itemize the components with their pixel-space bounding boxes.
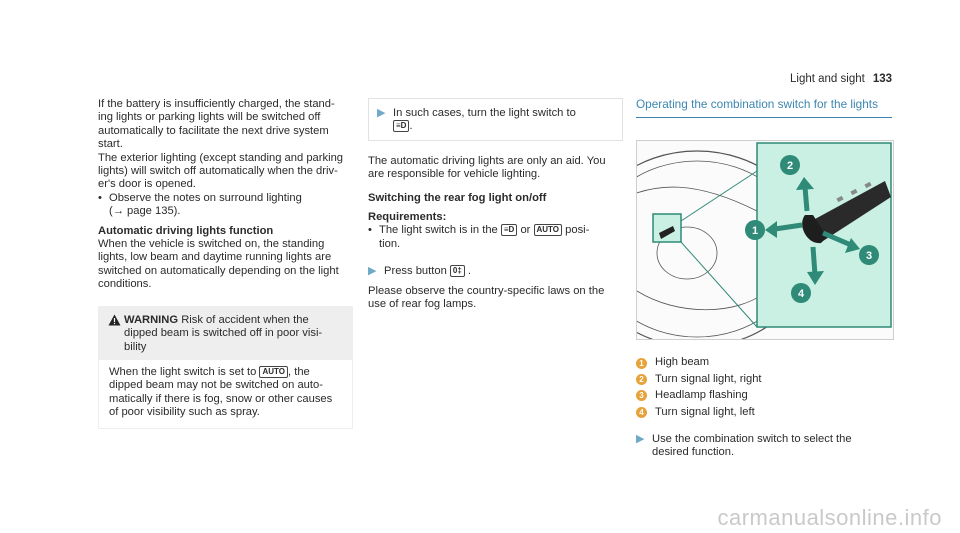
svg-text:4: 4 (798, 288, 805, 300)
requirements-label: Requirements: (368, 211, 447, 224)
requirement-bullet: • The light switch is in the ≡D or AUTO … (368, 224, 590, 250)
legend-item: 3 Headlamp flashing (636, 389, 892, 402)
press-button-step: ▶ Press button 0‡ . (368, 265, 472, 278)
step-arrow-icon: ▶ (377, 107, 386, 119)
step-arrow-icon: ▶ (636, 433, 645, 446)
fog-light-key-icon: 0‡ (449, 265, 465, 278)
page-reference-link[interactable]: (→ page 135). (109, 205, 181, 218)
section-name: Light and sight (790, 73, 865, 85)
svg-text:2: 2 (787, 160, 793, 172)
step-box: ▶ In such cases, turn the light switch t… (368, 98, 623, 141)
warning-body: When the light switch is set to AUTO, th… (98, 359, 353, 429)
svg-text:3: 3 (866, 250, 872, 262)
svg-text:1: 1 (752, 225, 758, 237)
section-heading: Automatic driving lights function (98, 224, 274, 237)
bullet-dot: • (98, 191, 102, 204)
column-right: Operating the combination switch for the… (636, 97, 894, 460)
page-number: 133 (872, 73, 892, 85)
battery-paragraph: If the battery is insufficiently charged… (98, 98, 335, 151)
section-title: Operating the combination switch for the… (636, 97, 892, 119)
aid-paragraph: The automatic driving lights are only an… (368, 154, 606, 181)
bullet-dot: • (368, 224, 372, 237)
watermark: carmanualsonline.info (717, 505, 942, 530)
callout-number: 2 (636, 374, 647, 386)
page-header: Light and sight 133 (790, 73, 892, 85)
legend-item: 4 Turn signal light, left (636, 406, 892, 419)
callout-number: 4 (636, 406, 647, 418)
laws-paragraph: Please observe the country-specific laws… (368, 284, 605, 311)
legend-item: 2 Turn signal light, right (636, 373, 892, 386)
warning-triangle-icon (108, 314, 124, 354)
exterior-lighting-paragraph: The exterior lighting (except standing a… (98, 151, 344, 191)
combination-switch-step: ▶ Use the combination switch to select t… (636, 433, 852, 459)
legend-item: 1 High beam (636, 356, 892, 369)
low-beam-key-icon: ≡D (393, 120, 410, 133)
column-middle: ▶ In such cases, turn the light switch t… (368, 98, 623, 311)
callout-number: 1 (636, 357, 647, 369)
low-beam-key-icon: ≡D (500, 224, 518, 237)
legend: 1 High beam 2 Turn signal light, right 3… (636, 356, 892, 419)
callout-number: 3 (636, 390, 647, 402)
warning-label: WARNING (124, 313, 179, 326)
surround-lighting-bullet: • Observe the notes on surround lighting… (98, 191, 302, 218)
column-left: If the battery is insufficiently charged… (98, 98, 353, 429)
combination-switch-illustration: 1 2 3 4 (636, 140, 894, 341)
auto-key-icon: AUTO (533, 224, 563, 237)
auto-lights-paragraph: When the vehicle is switched on, the sta… (98, 238, 339, 291)
step-arrow-icon: ▶ (368, 265, 377, 278)
auto-key-icon: AUTO (259, 365, 289, 378)
fog-light-heading: Switching the rear fog light on/off (368, 191, 547, 204)
